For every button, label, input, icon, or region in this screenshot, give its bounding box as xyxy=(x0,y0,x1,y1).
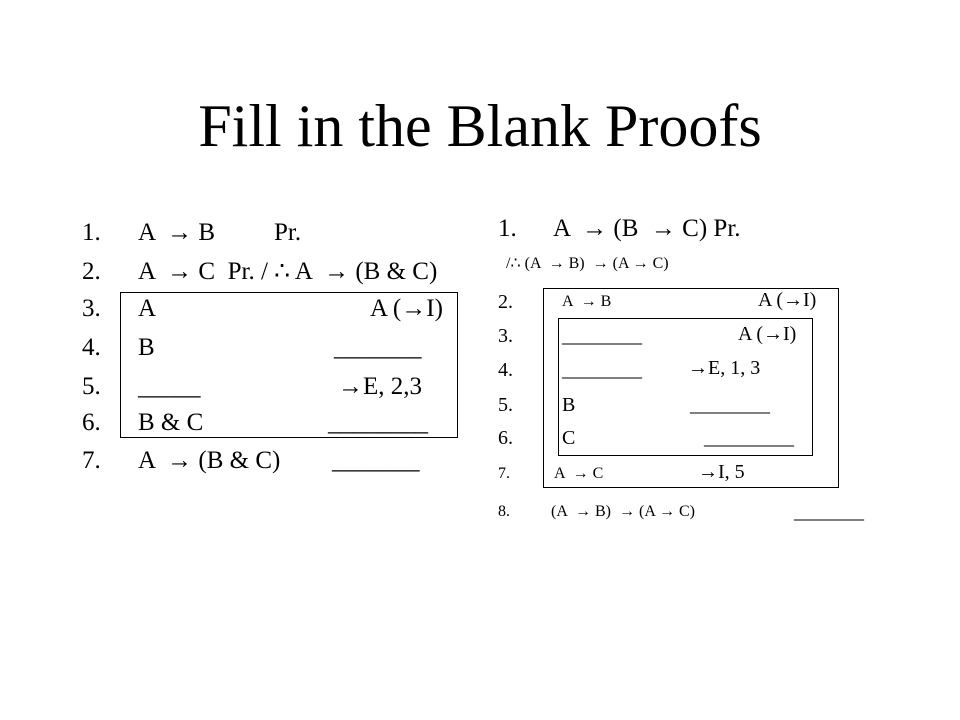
line-justification: Pr. xyxy=(274,219,302,246)
line-justification-blank: _______ xyxy=(794,501,864,523)
line-justification: →I, 5 xyxy=(698,461,745,483)
line-number: 7. xyxy=(498,465,510,482)
right-outer-subproof-box xyxy=(543,288,839,488)
line-justification: A (→I) xyxy=(738,323,797,345)
line-formula: A → C xyxy=(554,465,604,482)
line-number: 6. xyxy=(82,409,101,436)
line-formula: A → (B → C) Pr. xyxy=(553,215,741,242)
line-justification-blank: _______ xyxy=(332,447,420,474)
left-subproof-box xyxy=(120,292,458,438)
line-formula: A → B xyxy=(562,293,612,310)
line-number: 6. xyxy=(498,427,513,449)
right-proof-conclusion: /∴ (A → B) → (A → C) xyxy=(506,255,669,272)
line-number: 1. xyxy=(498,215,517,242)
line-number: 4. xyxy=(82,334,101,361)
line-number: 3. xyxy=(82,295,101,322)
line-formula-blank: ________ xyxy=(562,359,642,381)
line-number: 4. xyxy=(498,359,513,381)
line-formula: B & C xyxy=(138,409,204,436)
line-justification-blank: _________ xyxy=(704,427,794,449)
line-justification: A (→I) xyxy=(370,295,443,322)
line-justification-blank: ________ xyxy=(328,409,428,436)
line-number: 3. xyxy=(498,325,513,347)
line-number: 2. xyxy=(498,291,513,313)
line-number: 7. xyxy=(82,447,101,474)
line-justification-blank: ________ xyxy=(690,394,770,416)
right-inner-subproof-box xyxy=(558,318,813,456)
line-formula: A xyxy=(138,295,157,322)
line-number: 5. xyxy=(82,373,101,400)
line-formula: C xyxy=(562,427,576,449)
line-number: 5. xyxy=(498,394,513,416)
line-formula: (A → B) → (A → C) xyxy=(551,503,695,520)
line-number: 8. xyxy=(498,503,510,520)
line-number: 2. xyxy=(82,258,101,285)
line-formula-blank: _____ xyxy=(138,373,201,400)
line-formula-blank: ________ xyxy=(562,325,642,347)
line-justification-blank: _______ xyxy=(334,334,422,361)
slide-title: Fill in the Blank Proofs xyxy=(198,93,762,159)
line-formula: B xyxy=(138,334,155,361)
line-justification: →E, 1, 3 xyxy=(688,357,761,379)
line-justification: →E, 2,3 xyxy=(338,373,423,400)
line-number: 1. xyxy=(82,219,101,246)
line-justification: A (→I) xyxy=(758,289,817,311)
line-formula: A → C Pr. / ∴ A → (B & C) xyxy=(138,258,438,285)
line-formula: A → B xyxy=(138,219,216,246)
line-formula: A → (B & C) xyxy=(138,447,281,474)
line-formula: B xyxy=(562,394,576,416)
